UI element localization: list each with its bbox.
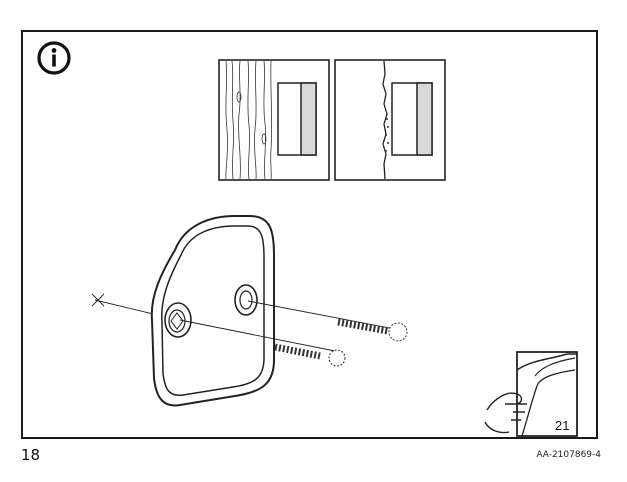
- plaster-wall-icon: [334, 59, 446, 181]
- wood-wall-icon: [218, 59, 330, 181]
- instruction-frame: [21, 30, 598, 439]
- document-code: AA-2107869-4: [536, 450, 601, 460]
- turn-page-number: 21: [555, 418, 569, 433]
- info-icon: [37, 41, 71, 75]
- wall-plate-screws-icon: [91, 215, 408, 407]
- turn-page-icon[interactable]: 21: [477, 350, 582, 440]
- page-number: 18: [21, 446, 41, 464]
